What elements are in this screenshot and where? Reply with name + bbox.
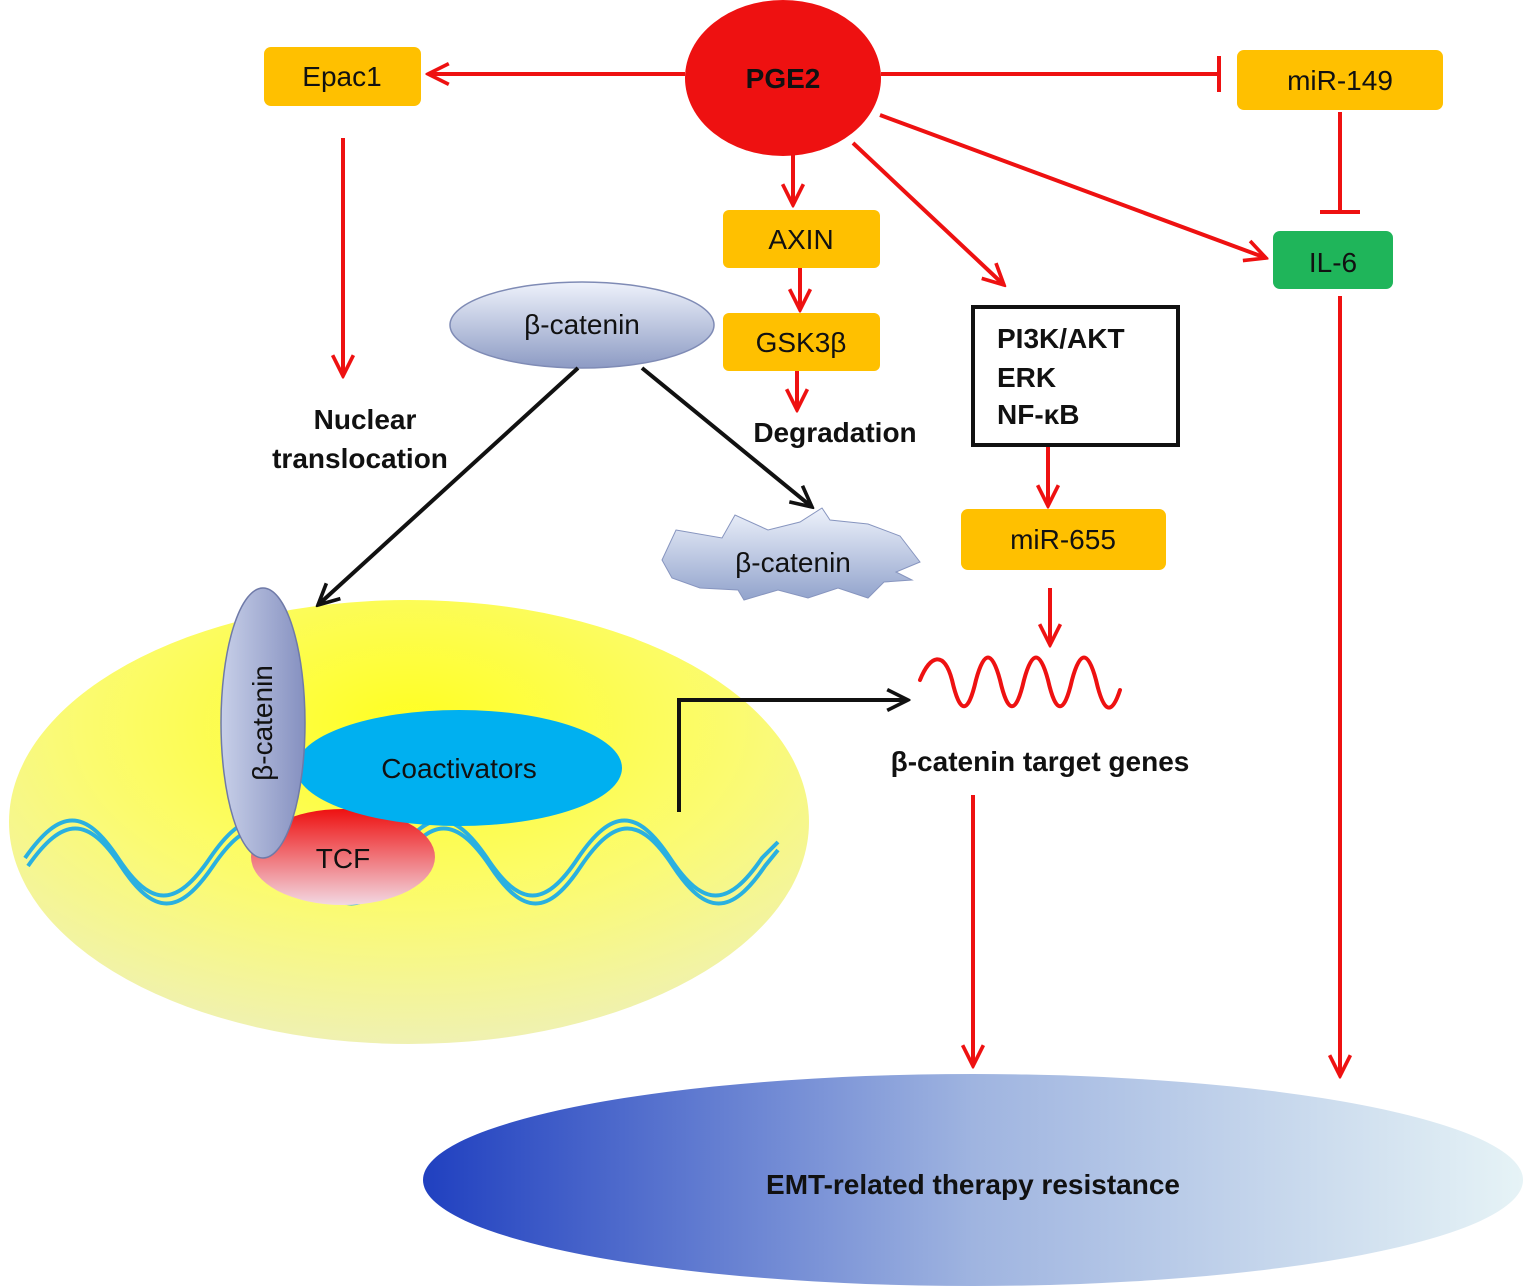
outcome-node <box>423 1074 1523 1286</box>
mir655-box <box>961 509 1166 570</box>
mir149-box <box>1237 50 1443 110</box>
degraded-beta-catenin-shape <box>661 507 921 601</box>
outcome-label: EMT-related therapy resistance <box>766 1169 1180 1200</box>
target-genes-label: β-catenin target genes <box>891 746 1190 777</box>
axin-box <box>723 210 880 268</box>
gsk3b-box <box>723 313 880 371</box>
il6-label: IL-6 <box>1309 247 1357 278</box>
il6-box <box>1273 231 1393 289</box>
nuclear-beta-catenin-node <box>220 587 306 859</box>
arrow-pge2-il6 <box>879 113 1266 258</box>
pathway-nfkb: NF-κB <box>997 399 1079 430</box>
mir655-label: miR-655 <box>1010 524 1116 555</box>
tcf-label: TCF <box>316 843 370 874</box>
transcription-arrow <box>677 700 908 812</box>
mir149-label: miR-149 <box>1287 65 1393 96</box>
arrow-beta-catenin-degraded <box>640 366 812 507</box>
pathway-erk: ERK <box>997 362 1056 393</box>
degraded-beta-catenin-label: β-catenin <box>735 547 851 578</box>
nuclear-translocation-label-1: Nuclear <box>314 404 417 435</box>
coactivators-label: Coactivators <box>381 753 537 784</box>
arrow-pge2-pathways <box>851 141 1004 285</box>
nuclear-beta-catenin-label: β-catenin <box>247 665 278 781</box>
nuclear-translocation-label-2: translocation <box>272 443 448 474</box>
epac1-box <box>264 47 421 106</box>
tcf-node <box>251 809 435 905</box>
axin-label: AXIN <box>768 224 833 255</box>
cyto-beta-catenin-node <box>449 281 715 369</box>
pge2-label: PGE2 <box>746 63 821 94</box>
epac1-label: Epac1 <box>302 61 381 92</box>
degradation-label: Degradation <box>753 417 916 448</box>
target-genes-wave <box>918 655 1122 710</box>
pge2-node <box>685 0 881 156</box>
cyto-beta-catenin-label: β-catenin <box>524 309 640 340</box>
arrow-beta-catenin-nucleus <box>318 366 580 605</box>
pathways-box <box>971 305 1180 447</box>
pathway-pi3k-akt: PI3K/AKT <box>997 323 1125 354</box>
coactivators-node <box>296 710 622 826</box>
gsk3b-label: GSK3β <box>756 327 847 358</box>
